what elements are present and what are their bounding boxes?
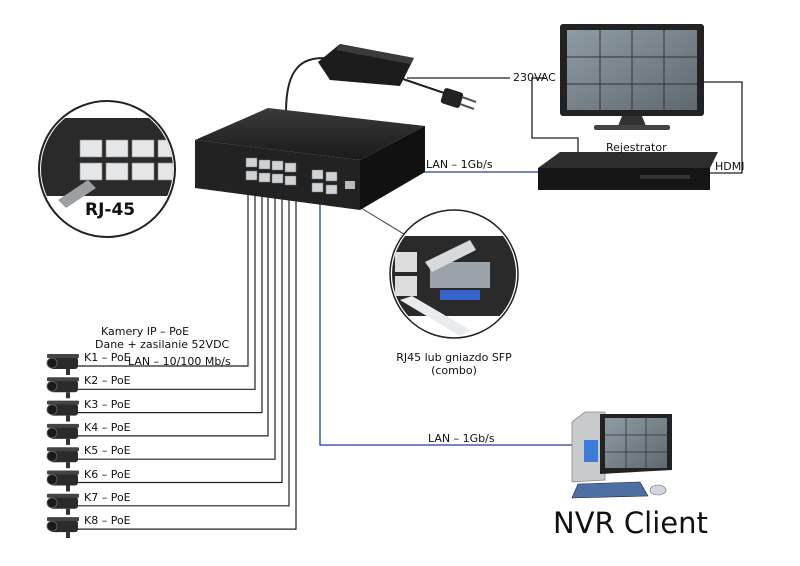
camera-cables — [70, 184, 297, 530]
recorder-label: Rejestrator — [606, 141, 667, 154]
ip-camera-icon — [46, 377, 79, 399]
recorder-icon — [538, 152, 718, 190]
sfp-caption-line2: (combo) — [431, 364, 477, 377]
ip-camera-icon — [46, 447, 79, 469]
camera-label-k1: K1 – PoE — [84, 351, 131, 364]
camera-cable-3 — [70, 184, 263, 414]
lan-cameras-label: LAN – 10/100 Mb/s — [128, 355, 231, 368]
camera-label-k2: K2 – PoE — [84, 374, 131, 388]
camera-cable-6 — [70, 184, 283, 484]
camera-label-k3: K3 – PoE — [84, 397, 131, 411]
camera-label-k5: K5 – PoE — [84, 444, 131, 458]
camera-label-k8: K8 – PoE — [84, 514, 131, 528]
camera-cable-8 — [70, 184, 297, 530]
camera-cable-5 — [70, 184, 276, 460]
ip-camera-icon — [46, 400, 79, 422]
camera-cable-1 — [70, 184, 249, 367]
hdmi-line — [700, 81, 743, 174]
nvr-client-label: NVR Client — [553, 506, 708, 540]
camera-cable-2 — [70, 184, 256, 390]
ip-camera-icon — [46, 517, 79, 539]
camera-label-k6: K6 – PoE — [84, 467, 131, 481]
camera-icons — [46, 354, 79, 539]
sfp-caption-line1: RJ45 lub gniazdo SFP — [396, 351, 512, 364]
sfp-zoom-icon — [389, 209, 519, 339]
nvr-client-pc-icon — [571, 411, 672, 499]
camera-label-k4: K4 – PoE — [84, 420, 131, 434]
ip-camera-icon — [46, 493, 79, 515]
camera-cable-7 — [70, 184, 290, 507]
rj45-zoom-icon — [38, 100, 176, 238]
cameras-title: Kamery IP – PoE — [101, 325, 190, 338]
ip-camera-icon — [46, 354, 79, 375]
power-label: 230VAC — [513, 71, 556, 84]
uplink-client-line — [319, 190, 572, 446]
hdmi-label: HDMI — [715, 160, 745, 173]
mains-cable — [399, 77, 451, 96]
camera-label-k7: K7 – PoE — [84, 490, 131, 504]
power-line-230 — [407, 77, 579, 152]
ip-camera-icon — [46, 470, 79, 492]
uplink-client-label: LAN – 1Gb/s — [428, 432, 495, 445]
cameras-subtitle: Dane + zasilanie 52VDC — [95, 338, 230, 351]
ip-camera-icon — [46, 423, 79, 445]
poe-switch-icon — [195, 108, 425, 210]
camera-cable-4 — [70, 184, 269, 437]
rj45-label: RJ-45 — [85, 200, 136, 220]
uplink-recorder-label: LAN – 1Gb/s — [426, 158, 493, 171]
monitor-icon — [560, 24, 704, 130]
power-adapter-icon — [318, 44, 477, 110]
